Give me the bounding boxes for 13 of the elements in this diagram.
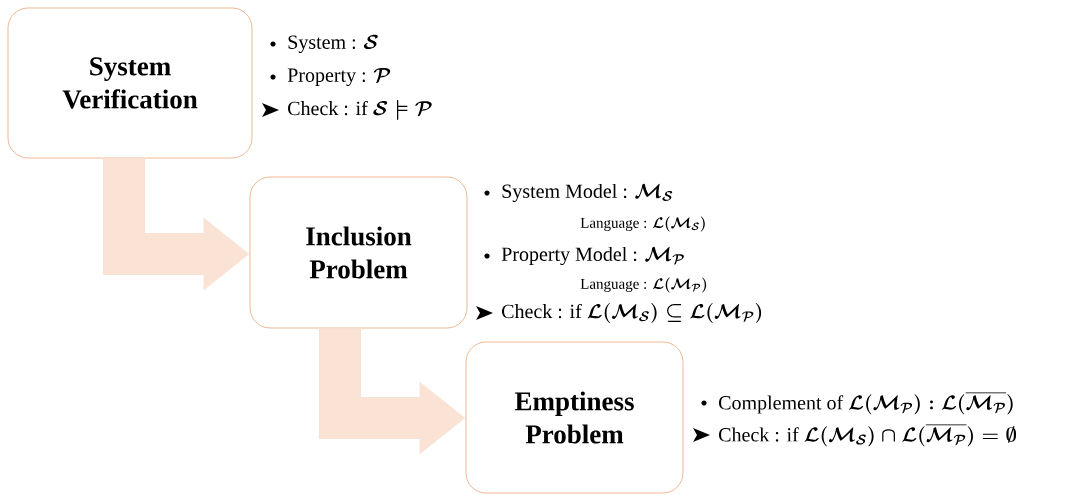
list-item: $\text{Check : if }\boldsymbol{\mathcal{L}(\mathcal{M}_{\mathcal{S}})\cap\mathcal{L}(\overline{\mathcal{M}_{\mathcal{P}}})=\emptyset}$ bbox=[719, 424, 1017, 447]
process-box: System Verification bbox=[7, 7, 253, 159]
list-item: $\text{Property : }\boldsymbol{\mathcal{P}}$ bbox=[287, 68, 391, 86]
list-item: $\text{Check : if }\boldsymbol{\mathcal{L}(\mathcal{M}_{\mathcal{S}})\subseteq\mathcal{L}(\mathcal{M}_{\mathcal{P}})}$ bbox=[502, 303, 762, 323]
list-item: $\text{Check : if }\boldsymbol{\mathcal{S}\models\mathcal{P}}$ bbox=[288, 100, 432, 120]
list-item: $\text{System : }\boldsymbol{\mathcal{S}}$ bbox=[288, 34, 378, 53]
process-box: Emptiness Problem bbox=[465, 341, 684, 494]
list-item: $\text{Property Model : }\boldsymbol{\mathcal{M}_{\mathcal{P}}}$ bbox=[501, 246, 684, 266]
process-box: Inclusion Problem bbox=[249, 176, 468, 329]
list-item: $\text{Complement of }\boldsymbol{\mathcal{L}(\mathcal{M}_{\mathcal{P}}):\mathcal{L}(\overline{\mathcal{M}_{\mathcal{P}}})}$ bbox=[719, 392, 1013, 415]
list-item: $\text{Language : }\boldsymbol{\mathcal{L}(\mathcal{M}_{\mathcal{S}})}$ bbox=[580, 216, 705, 232]
list-item: $\text{Language : }\boldsymbol{\mathcal{L}(\mathcal{M}_{\mathcal{P}})}$ bbox=[580, 277, 707, 293]
list-item: $\text{System Model : }\boldsymbol{\mathcal{M}_{\mathcal{S}}}$ bbox=[502, 183, 673, 203]
